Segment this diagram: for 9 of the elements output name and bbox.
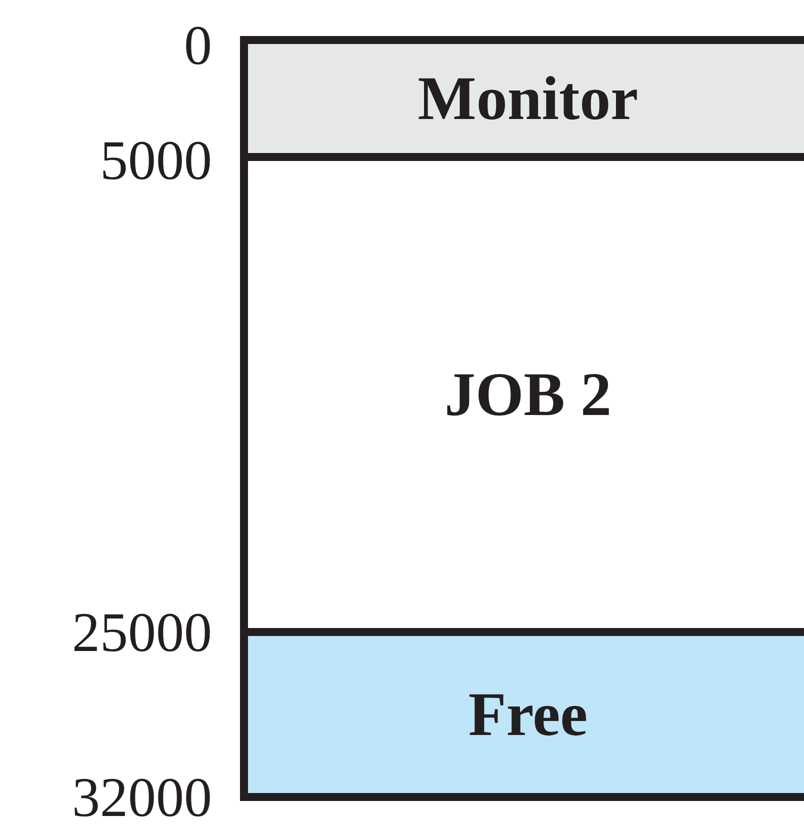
segment-label: Free [467, 684, 589, 746]
memory-segment [248, 44, 804, 153]
memory-segment [248, 628, 804, 793]
address-label: 0 [184, 18, 212, 74]
segment-label: Monitor [416, 68, 640, 130]
address-label: 25000 [72, 605, 212, 661]
address-label: 5000 [100, 133, 212, 189]
segment-label: JOB 2 [443, 364, 613, 426]
address-label: 32000 [72, 770, 212, 826]
